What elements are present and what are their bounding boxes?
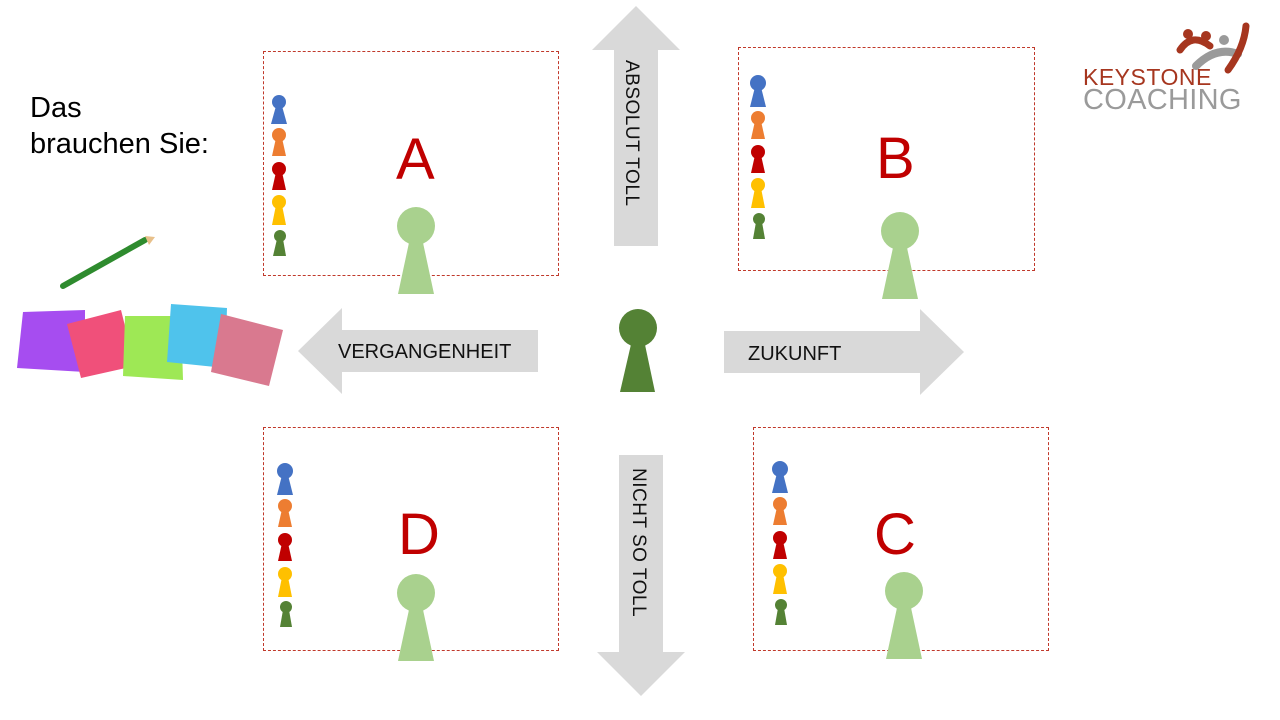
- logo-keystone: KEYSTONE: [1083, 64, 1212, 90]
- intro-text: Das brauchen Sie:: [30, 90, 209, 163]
- arrow-left: [298, 308, 538, 394]
- intro-line-2: brauchen Sie:: [30, 128, 209, 161]
- arrow-down: [597, 455, 685, 696]
- logo-coaching: COACHING: [1083, 84, 1242, 116]
- quadrant-a-pawns-icon: [271, 95, 287, 256]
- quadrant-b-label: B: [876, 126, 915, 191]
- quadrant-d-label: D: [398, 502, 440, 567]
- quadrant-d-pawns-icon: [277, 463, 293, 627]
- arrow-up: [592, 6, 680, 246]
- label-vergangenheit: VERGANGENHEIT: [338, 341, 512, 363]
- quadrant-b-pawns-icon: [750, 75, 766, 239]
- quadrant-a-figure-icon: [397, 207, 435, 294]
- quadrant-c-label: C: [874, 502, 916, 567]
- quadrant-b: [738, 47, 1035, 271]
- label-absolut-toll: ABSOLUT TOLL: [621, 60, 642, 207]
- center-figure-icon: [619, 309, 657, 392]
- materials-illustration: [17, 236, 283, 386]
- quadrant-d-figure-icon: [397, 574, 435, 661]
- arrow-right: [724, 309, 964, 395]
- intro-line-1: Das: [30, 92, 82, 124]
- pencil-icon: [60, 236, 155, 289]
- quadrant-c-figure-icon: [885, 572, 923, 659]
- quadrant-c-pawns-icon: [772, 461, 788, 625]
- quadrant-b-figure-icon: [881, 212, 919, 299]
- label-nicht-so-toll: NICHT SO TOLL: [628, 468, 649, 618]
- keystone-people-icon: [1176, 22, 1250, 74]
- sticky-notes-icon: [17, 304, 283, 386]
- quadrant-a-label: A: [396, 127, 435, 192]
- label-zukunft: ZUKUNFT: [748, 343, 842, 365]
